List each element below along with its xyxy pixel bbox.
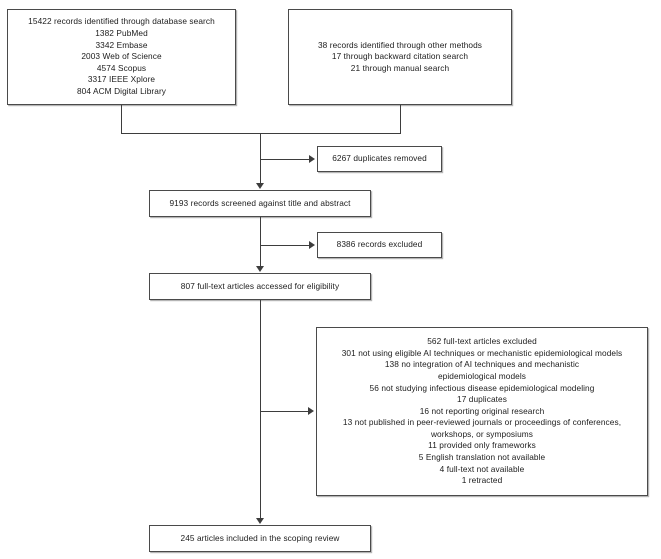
- text-line: 6267 duplicates removed: [332, 153, 427, 164]
- text-line: 804 ACM Digital Library: [76, 85, 167, 96]
- connector-to-records-excluded: [259, 244, 310, 246]
- arrow-into-fulltext: [255, 266, 264, 272]
- text-line: 17 duplicates: [457, 394, 507, 405]
- records-excluded-box: 8386 records excluded: [317, 232, 442, 258]
- connector-other-down: [399, 105, 401, 134]
- text-line: 2003 Web of Science: [81, 51, 162, 62]
- records-screened-box: 9193 records screened against title and …: [149, 190, 371, 217]
- arrow-into-records-excluded: [309, 240, 315, 249]
- text-line: 4574 Scopus: [96, 62, 147, 73]
- connector-database-down: [120, 105, 122, 134]
- fulltext-articles-assessed-box: 807 full-text articles accessed for elig…: [149, 273, 371, 300]
- text-line: 562 full-text articles excluded: [427, 336, 537, 347]
- text-line: 3317 IEEE Xplore: [87, 74, 156, 85]
- text-line: 11 provided only frameworks: [428, 440, 536, 451]
- text-line: 56 not studying infectious disease epide…: [369, 382, 595, 393]
- connector-screened-to-fulltext: [259, 217, 261, 267]
- text-line: 1 retracted: [461, 475, 503, 486]
- text-line: 13 not published in peer-reviewed journa…: [342, 417, 622, 439]
- records-identified-database-search-box: 15422 records identified through databas…: [7, 9, 236, 105]
- arrow-into-fulltext-excluded: [308, 406, 314, 415]
- text-line: 1382 PubMed: [95, 28, 148, 39]
- duplicates-removed-box: 6267 duplicates removed: [317, 146, 442, 172]
- text-line: 17 through backward citation search: [331, 51, 469, 62]
- text-line: 138 no integration of AI techniques and …: [384, 359, 580, 381]
- text-line: 5 English translation not available: [418, 452, 546, 463]
- connector-to-fulltext-excluded: [259, 410, 309, 412]
- text-line: 4 full-text not available: [439, 463, 525, 474]
- text-line: 301 not using eligible AI techniques or …: [341, 347, 623, 358]
- text-line: 16 not reporting original research: [419, 405, 545, 416]
- text-line: 3342 Embase: [95, 39, 148, 50]
- text-line: 9193 records screened against title and …: [169, 197, 351, 208]
- arrow-into-duplicates: [309, 154, 315, 163]
- records-identified-other-methods-box: 38 records identified through other meth…: [288, 9, 512, 105]
- arrow-into-screened: [255, 183, 264, 189]
- text-line: 8386 records excluded: [336, 239, 423, 250]
- articles-included-scoping-review-box: 245 articles included in the scoping rev…: [149, 525, 371, 552]
- text-line: 38 records identified through other meth…: [317, 39, 483, 50]
- connector-to-duplicates: [259, 158, 310, 160]
- text-line: 15422 records identified through databas…: [28, 16, 215, 27]
- connector-fulltext-to-included: [259, 300, 261, 519]
- text-line: 21 through manual search: [350, 62, 450, 73]
- text-line: 807 full-text articles accessed for elig…: [180, 280, 340, 291]
- text-line: 245 articles included in the scoping rev…: [180, 532, 340, 543]
- arrow-into-included: [255, 518, 264, 524]
